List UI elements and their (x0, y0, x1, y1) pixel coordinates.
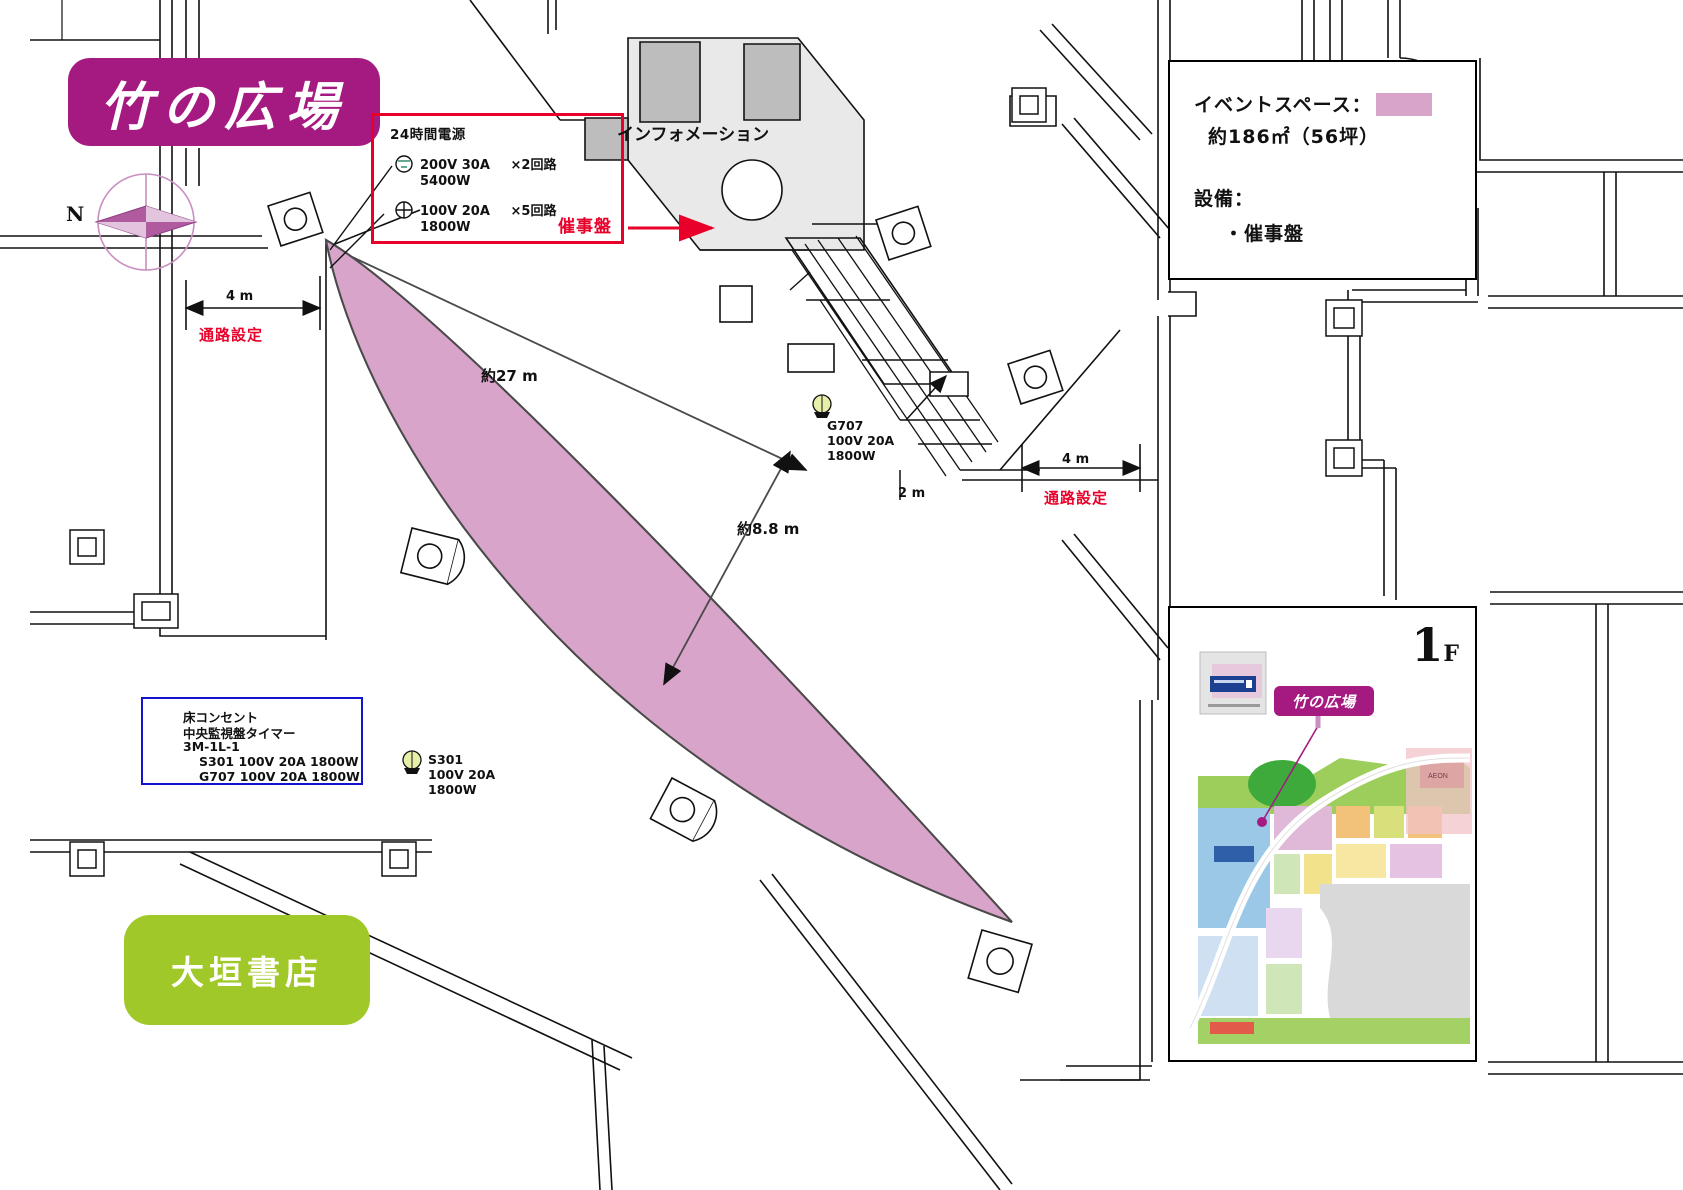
page-title-plate: 竹の広場 (68, 58, 380, 146)
inset-floor-suffix: F (1443, 641, 1459, 667)
inset-location-tag: 竹の広場 (1274, 686, 1374, 716)
event-space-label: イベントスペース： (1194, 94, 1372, 116)
single-phase-outlet-icon (395, 201, 413, 219)
inset-floor-value: 1 (1411, 618, 1444, 672)
dim-88m-label: 約8.8 m (737, 520, 800, 538)
inset-map-graphic: AEON (1185, 651, 1472, 1044)
dim-corridor-right (1020, 444, 1142, 492)
outlet-label-s301: S301 100V 20A 1800W (428, 752, 495, 797)
power-row-2-spec: 100V 20A (420, 204, 490, 219)
power-row-1: 200V 30A ×2回路 (420, 158, 556, 173)
inset-floor-number: 1F (1411, 618, 1459, 672)
facility-item: ・催事盤 (1224, 223, 1305, 245)
power-row-1-watt: 5400W (420, 174, 471, 189)
legend-line-2: 中央監視盤タイマー (183, 726, 296, 741)
event-space-area: 約186㎡（56坪） (1208, 126, 1380, 148)
event-space-label-row: イベントスペース： (1194, 90, 1432, 117)
facility-label: 設備： (1194, 188, 1255, 210)
floor-outlet-icon-s301 (402, 750, 422, 774)
store-plate: 大垣書店 (124, 915, 370, 1025)
floor-outlet-icon-g707 (812, 394, 832, 418)
compass-rose (94, 173, 198, 271)
outlet-g707-watt: 1800W (827, 448, 876, 463)
three-phase-outlet-icon (395, 155, 413, 173)
information-label: インフォメーション (617, 125, 770, 145)
legend-line-4: S301 100V 20A 1800W (199, 754, 359, 769)
dim-27m-label: 約27 m (481, 367, 538, 385)
power-supply-title: 24時間電源 (390, 127, 466, 143)
legend-line-5: G707 100V 20A 1800W (199, 769, 360, 784)
outlet-label-g707: G707 100V 20A 1800W (827, 418, 894, 463)
outlet-g707-id: G707 (827, 418, 864, 433)
saijiban-callout-label: 催事盤 (558, 217, 612, 237)
inset-location-label: 竹の広場 (1291, 692, 1356, 711)
power-row-2: 100V 20A ×5回路 (420, 204, 556, 219)
legend-line-3: 3M-1L-1 (183, 739, 240, 754)
power-row-1-spec: 200V 30A (420, 158, 490, 173)
power-row-2-circuits: ×5回路 (510, 204, 557, 219)
power-row-2-watt: 1800W (420, 220, 471, 235)
store-name: 大垣書店 (171, 953, 323, 992)
dim-left-corridor-value: 4 m (226, 289, 254, 304)
compass-north-label: N (66, 202, 85, 226)
page-title: 竹の広場 (99, 76, 348, 138)
event-space-color-swatch (1375, 93, 1432, 116)
pillar-fixtures (266, 191, 1064, 994)
legend-line-1: 床コンセント (183, 710, 259, 725)
svg-text:AEON: AEON (1428, 773, 1448, 780)
dim-2m-label: 2 m (898, 486, 926, 501)
dim-right-corridor-note: 通路設定 (1044, 489, 1109, 507)
dim-2m (899, 374, 948, 500)
outlet-g707-spec: 100V 20A (827, 433, 895, 448)
dim-right-corridor-value: 4 m (1062, 452, 1090, 467)
dim-88m (663, 450, 791, 686)
dim-left-corridor-note: 通路設定 (199, 326, 264, 344)
outlet-s301-spec: 100V 20A (428, 767, 496, 782)
inset-floor-map: 1F 竹の広場 (1168, 606, 1477, 1062)
power-row-1-circuits: ×2回路 (510, 158, 557, 173)
power-supply-box: 24時間電源 200V 30A ×2回路 5400W 100V 20A ×5回路… (371, 113, 624, 244)
dim-corridor-left (184, 276, 322, 330)
floor-outlet-legend-box: 床コンセント 中央監視盤タイマー 3M-1L-1 S301 100V 20A 1… (141, 697, 363, 785)
outlet-s301-id: S301 (428, 752, 464, 767)
outlet-s301-watt: 1800W (428, 782, 477, 797)
dim-27m (349, 255, 808, 471)
event-space-info-box: イベントスペース： 約186㎡（56坪） 設備： ・催事盤 (1168, 60, 1477, 280)
